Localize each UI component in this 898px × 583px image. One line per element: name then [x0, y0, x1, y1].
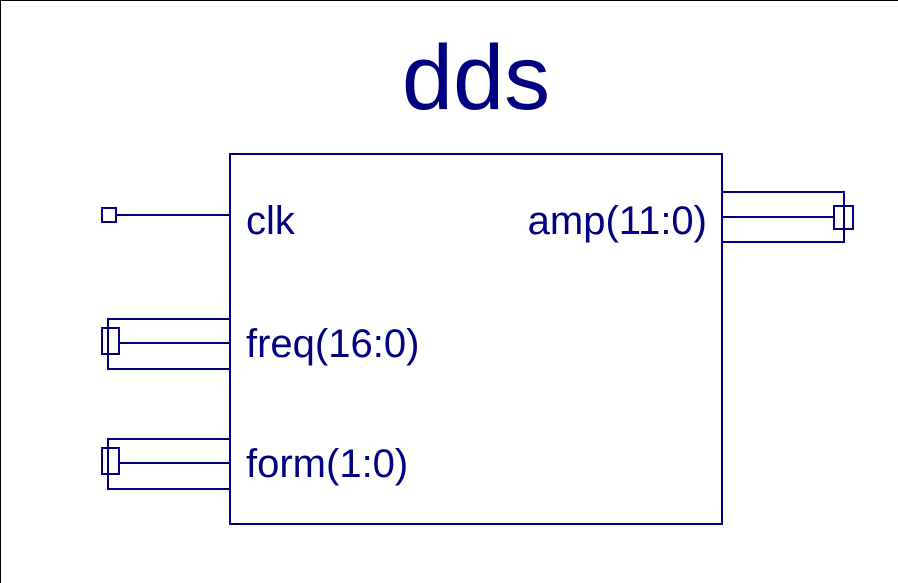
port-amp-label: amp(11:0): [528, 199, 707, 243]
port-freq-label: freq(16:0): [246, 322, 419, 366]
port-form-terminal[interactable]: [101, 447, 120, 475]
port-freq-terminal[interactable]: [101, 327, 120, 355]
port-amp[interactable]: [721, 191, 854, 243]
diagram-title: dds: [402, 27, 550, 129]
port-clk-terminal[interactable]: [101, 207, 117, 223]
port-freq[interactable]: [101, 318, 231, 370]
port-form-label: form(1:0): [246, 442, 408, 486]
port-clk[interactable]: [101, 207, 230, 223]
port-form[interactable]: [101, 438, 231, 490]
port-clk-label: clk: [246, 199, 296, 243]
